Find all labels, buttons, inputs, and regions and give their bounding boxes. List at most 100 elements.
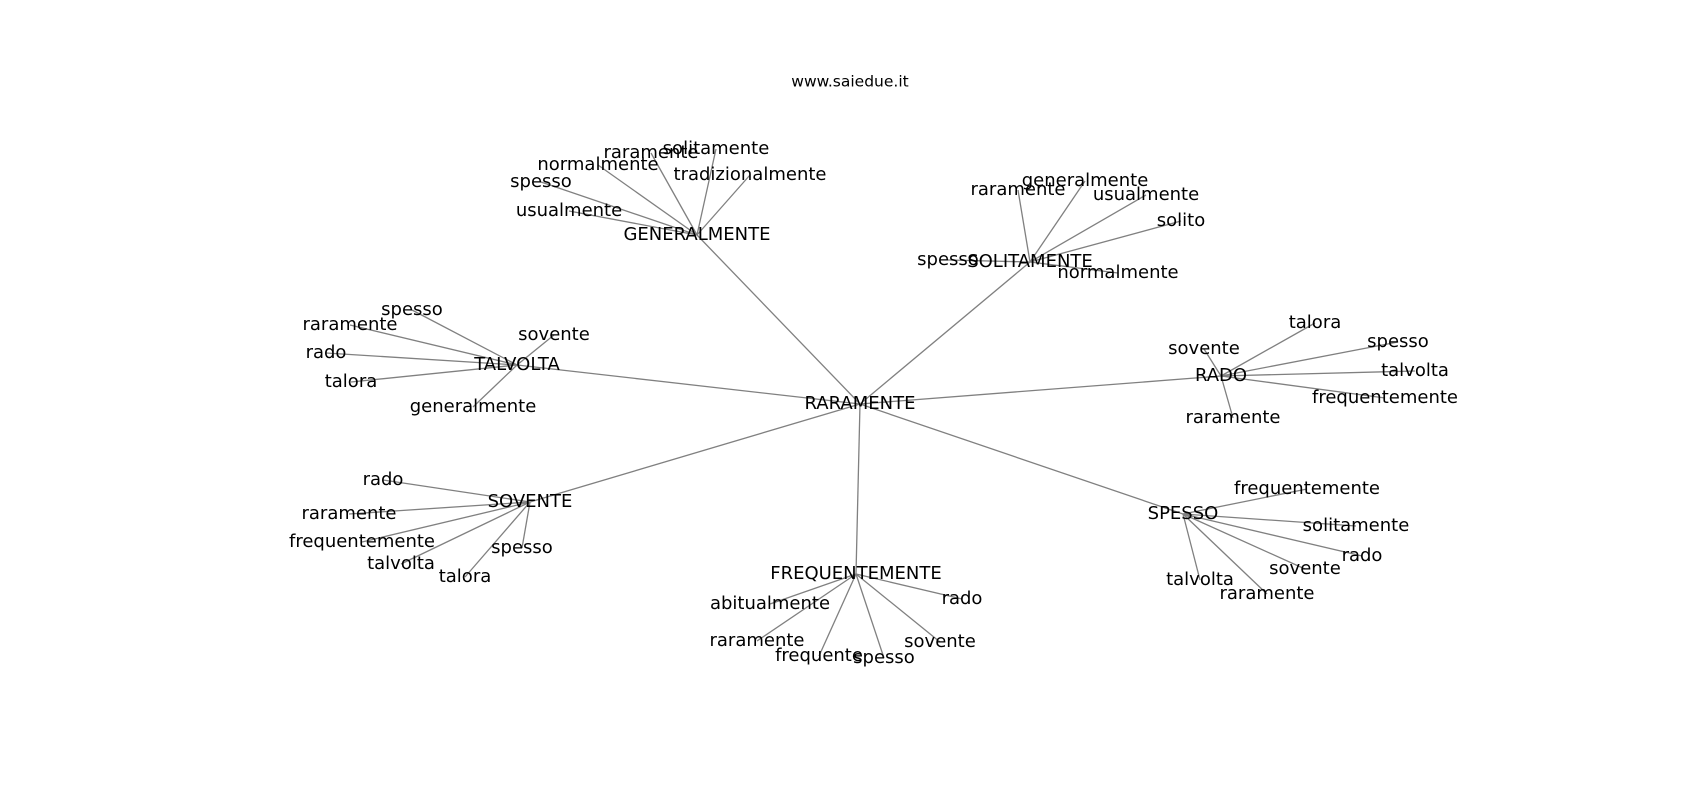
edge-spesso-p-talvolta — [1182, 513, 1201, 581]
leaf-node-s-normalmente[interactable]: normalmente — [1057, 262, 1178, 283]
hub-node-sovente[interactable]: SOVENTE — [488, 491, 573, 512]
leaf-node-t-sovente[interactable]: sovente — [518, 324, 590, 345]
edge-talvolta-t-rado — [325, 352, 518, 366]
edge-solitamente-s-solito — [1029, 220, 1182, 263]
edge-generalmente-g-normalmente — [597, 164, 698, 236]
leaf-node-v-talvolta[interactable]: talvolta — [367, 553, 435, 574]
leaf-node-p-rado[interactable]: rado — [1342, 545, 1383, 566]
center-node-label[interactable]: RARAMENTE — [805, 393, 916, 414]
hub-node-frequentemente[interactable]: FREQUENTEMENTE — [770, 563, 942, 584]
edge-center-talvolta — [516, 364, 861, 405]
leaf-node-r-talvolta[interactable]: talvolta — [1381, 360, 1449, 381]
edge-talvolta-t-generalmente — [472, 364, 518, 408]
site-title: www.saiedue.it — [791, 73, 908, 91]
hub-node-spesso[interactable]: SPESSO — [1148, 503, 1219, 524]
edge-solitamente-s-normalmente — [1029, 261, 1119, 274]
leaf-node-r-sovente[interactable]: sovente — [1168, 338, 1240, 359]
edge-sovente-v-talora — [464, 501, 531, 578]
edge-sovente-v-frequentemente — [361, 501, 531, 543]
leaf-node-f-raramente[interactable]: raramente — [709, 630, 804, 651]
edge-frequentemente-f-sovente — [855, 573, 941, 643]
hub-node-rado[interactable]: RADO — [1195, 365, 1247, 386]
leaf-node-p-raramente[interactable]: raramente — [1219, 583, 1314, 604]
edge-sovente-v-rado — [382, 479, 531, 503]
edge-sovente-v-raramente — [348, 501, 531, 515]
leaf-node-s-generalmente[interactable]: generalmente — [1022, 170, 1149, 191]
edge-center-solitamente — [859, 261, 1031, 405]
edge-frequentemente-f-frequente — [818, 573, 857, 657]
edge-spesso-p-rado — [1182, 513, 1363, 557]
edge-rado-r-spesso — [1220, 341, 1399, 377]
edge-generalmente-g-raramente — [650, 152, 698, 236]
leaf-node-g-normalmente[interactable]: normalmente — [537, 154, 658, 175]
edge-spesso-p-raramente — [1182, 513, 1268, 595]
edge-frequentemente-f-rado — [855, 573, 963, 600]
edge-rado-r-raramente — [1220, 375, 1234, 419]
leaf-node-f-spesso[interactable]: spesso — [853, 647, 915, 668]
edge-frequentemente-f-raramente — [756, 573, 857, 642]
edge-frequentemente-f-spesso — [855, 573, 885, 659]
edge-rado-r-sovente — [1203, 348, 1222, 377]
leaf-node-p-sovente[interactable]: sovente — [1269, 558, 1341, 579]
leaf-node-g-solitamente[interactable]: solitamente — [663, 138, 770, 159]
edge-talvolta-t-raramente — [349, 324, 518, 366]
hub-node-talvolta[interactable]: TALVOLTA — [473, 354, 560, 375]
edge-solitamente-s-raramente — [1017, 189, 1031, 263]
leaf-node-s-solito[interactable]: solito — [1157, 210, 1205, 231]
leaf-node-t-talora[interactable]: talora — [325, 371, 378, 392]
leaf-node-f-rado[interactable]: rado — [942, 588, 983, 609]
leaf-node-r-frequentemente[interactable]: frequentemente — [1312, 387, 1458, 408]
edge-generalmente-g-usualmente — [568, 210, 698, 236]
edge-spesso-p-frequentemente — [1182, 488, 1308, 515]
edge-rado-r-talvolta — [1220, 370, 1416, 377]
leaf-node-f-abitualmente[interactable]: abitualmente — [710, 593, 830, 614]
edge-rado-r-frequentemente — [1220, 375, 1386, 399]
leaf-node-f-frequente[interactable]: frequente — [775, 645, 863, 666]
leaf-node-f-sovente[interactable]: sovente — [904, 631, 976, 652]
edge-spesso-p-sovente — [1182, 513, 1306, 570]
leaf-node-v-talora[interactable]: talora — [439, 566, 492, 587]
edge-generalmente-g-solitamente — [696, 148, 717, 236]
leaf-node-g-usualmente[interactable]: usualmente — [516, 200, 622, 221]
leaf-node-s-raramente[interactable]: raramente — [970, 179, 1065, 200]
edge-generalmente-g-tradizionalmente — [696, 174, 751, 236]
leaf-node-t-rado[interactable]: rado — [306, 342, 347, 363]
edge-solitamente-s-spesso — [947, 259, 1031, 263]
leaf-node-r-talora[interactable]: talora — [1289, 312, 1342, 333]
leaf-node-p-solitamente[interactable]: solitamente — [1303, 515, 1410, 536]
leaf-node-v-spesso[interactable]: spesso — [491, 537, 553, 558]
edge-spesso-p-solitamente — [1182, 513, 1357, 527]
hub-node-solitamente[interactable]: SOLITAMENTE — [967, 251, 1093, 272]
leaf-node-r-raramente[interactable]: raramente — [1185, 407, 1280, 428]
leaf-node-g-spesso[interactable]: spesso — [510, 171, 572, 192]
edge-solitamente-s-usualmente — [1029, 194, 1147, 263]
leaf-node-p-frequentemente[interactable]: frequentemente — [1234, 478, 1380, 499]
leaf-node-t-raramente[interactable]: raramente — [302, 314, 397, 335]
edge-frequentemente-f-abitualmente — [769, 573, 857, 605]
edge-center-sovente — [529, 403, 861, 503]
edge-center-generalmente — [696, 234, 861, 405]
leaf-node-v-frequentemente[interactable]: frequentemente — [289, 531, 435, 552]
edge-center-rado — [859, 375, 1222, 405]
leaf-node-v-raramente[interactable]: raramente — [301, 503, 396, 524]
edge-talvolta-t-talora — [350, 364, 518, 383]
edge-center-spesso — [859, 403, 1184, 515]
leaf-node-r-spesso[interactable]: spesso — [1367, 331, 1429, 352]
edge-sovente-v-talvolta — [400, 501, 531, 565]
edge-rado-r-talora — [1220, 322, 1316, 377]
leaf-node-s-usualmente[interactable]: usualmente — [1093, 184, 1199, 205]
leaf-node-t-spesso[interactable]: spesso — [381, 299, 443, 320]
graph-labels: RARAMENTEGENERALMENTEraramentesolitament… — [289, 138, 1458, 668]
leaf-node-g-raramente[interactable]: raramente — [603, 142, 698, 163]
leaf-node-t-generalmente[interactable]: generalmente — [410, 396, 537, 417]
leaf-node-p-talvolta[interactable]: talvolta — [1166, 569, 1234, 590]
hub-node-generalmente[interactable]: GENERALMENTE — [623, 224, 770, 245]
leaf-node-v-rado[interactable]: rado — [363, 469, 404, 490]
edge-talvolta-t-sovente — [516, 334, 555, 366]
leaf-node-s-spesso[interactable]: spesso — [917, 249, 979, 270]
graph-edges — [325, 148, 1416, 659]
leaf-node-g-tradizionalmente[interactable]: tradizionalmente — [674, 164, 827, 185]
edge-sovente-v-spesso — [521, 501, 531, 549]
edge-center-frequentemente — [855, 403, 861, 575]
